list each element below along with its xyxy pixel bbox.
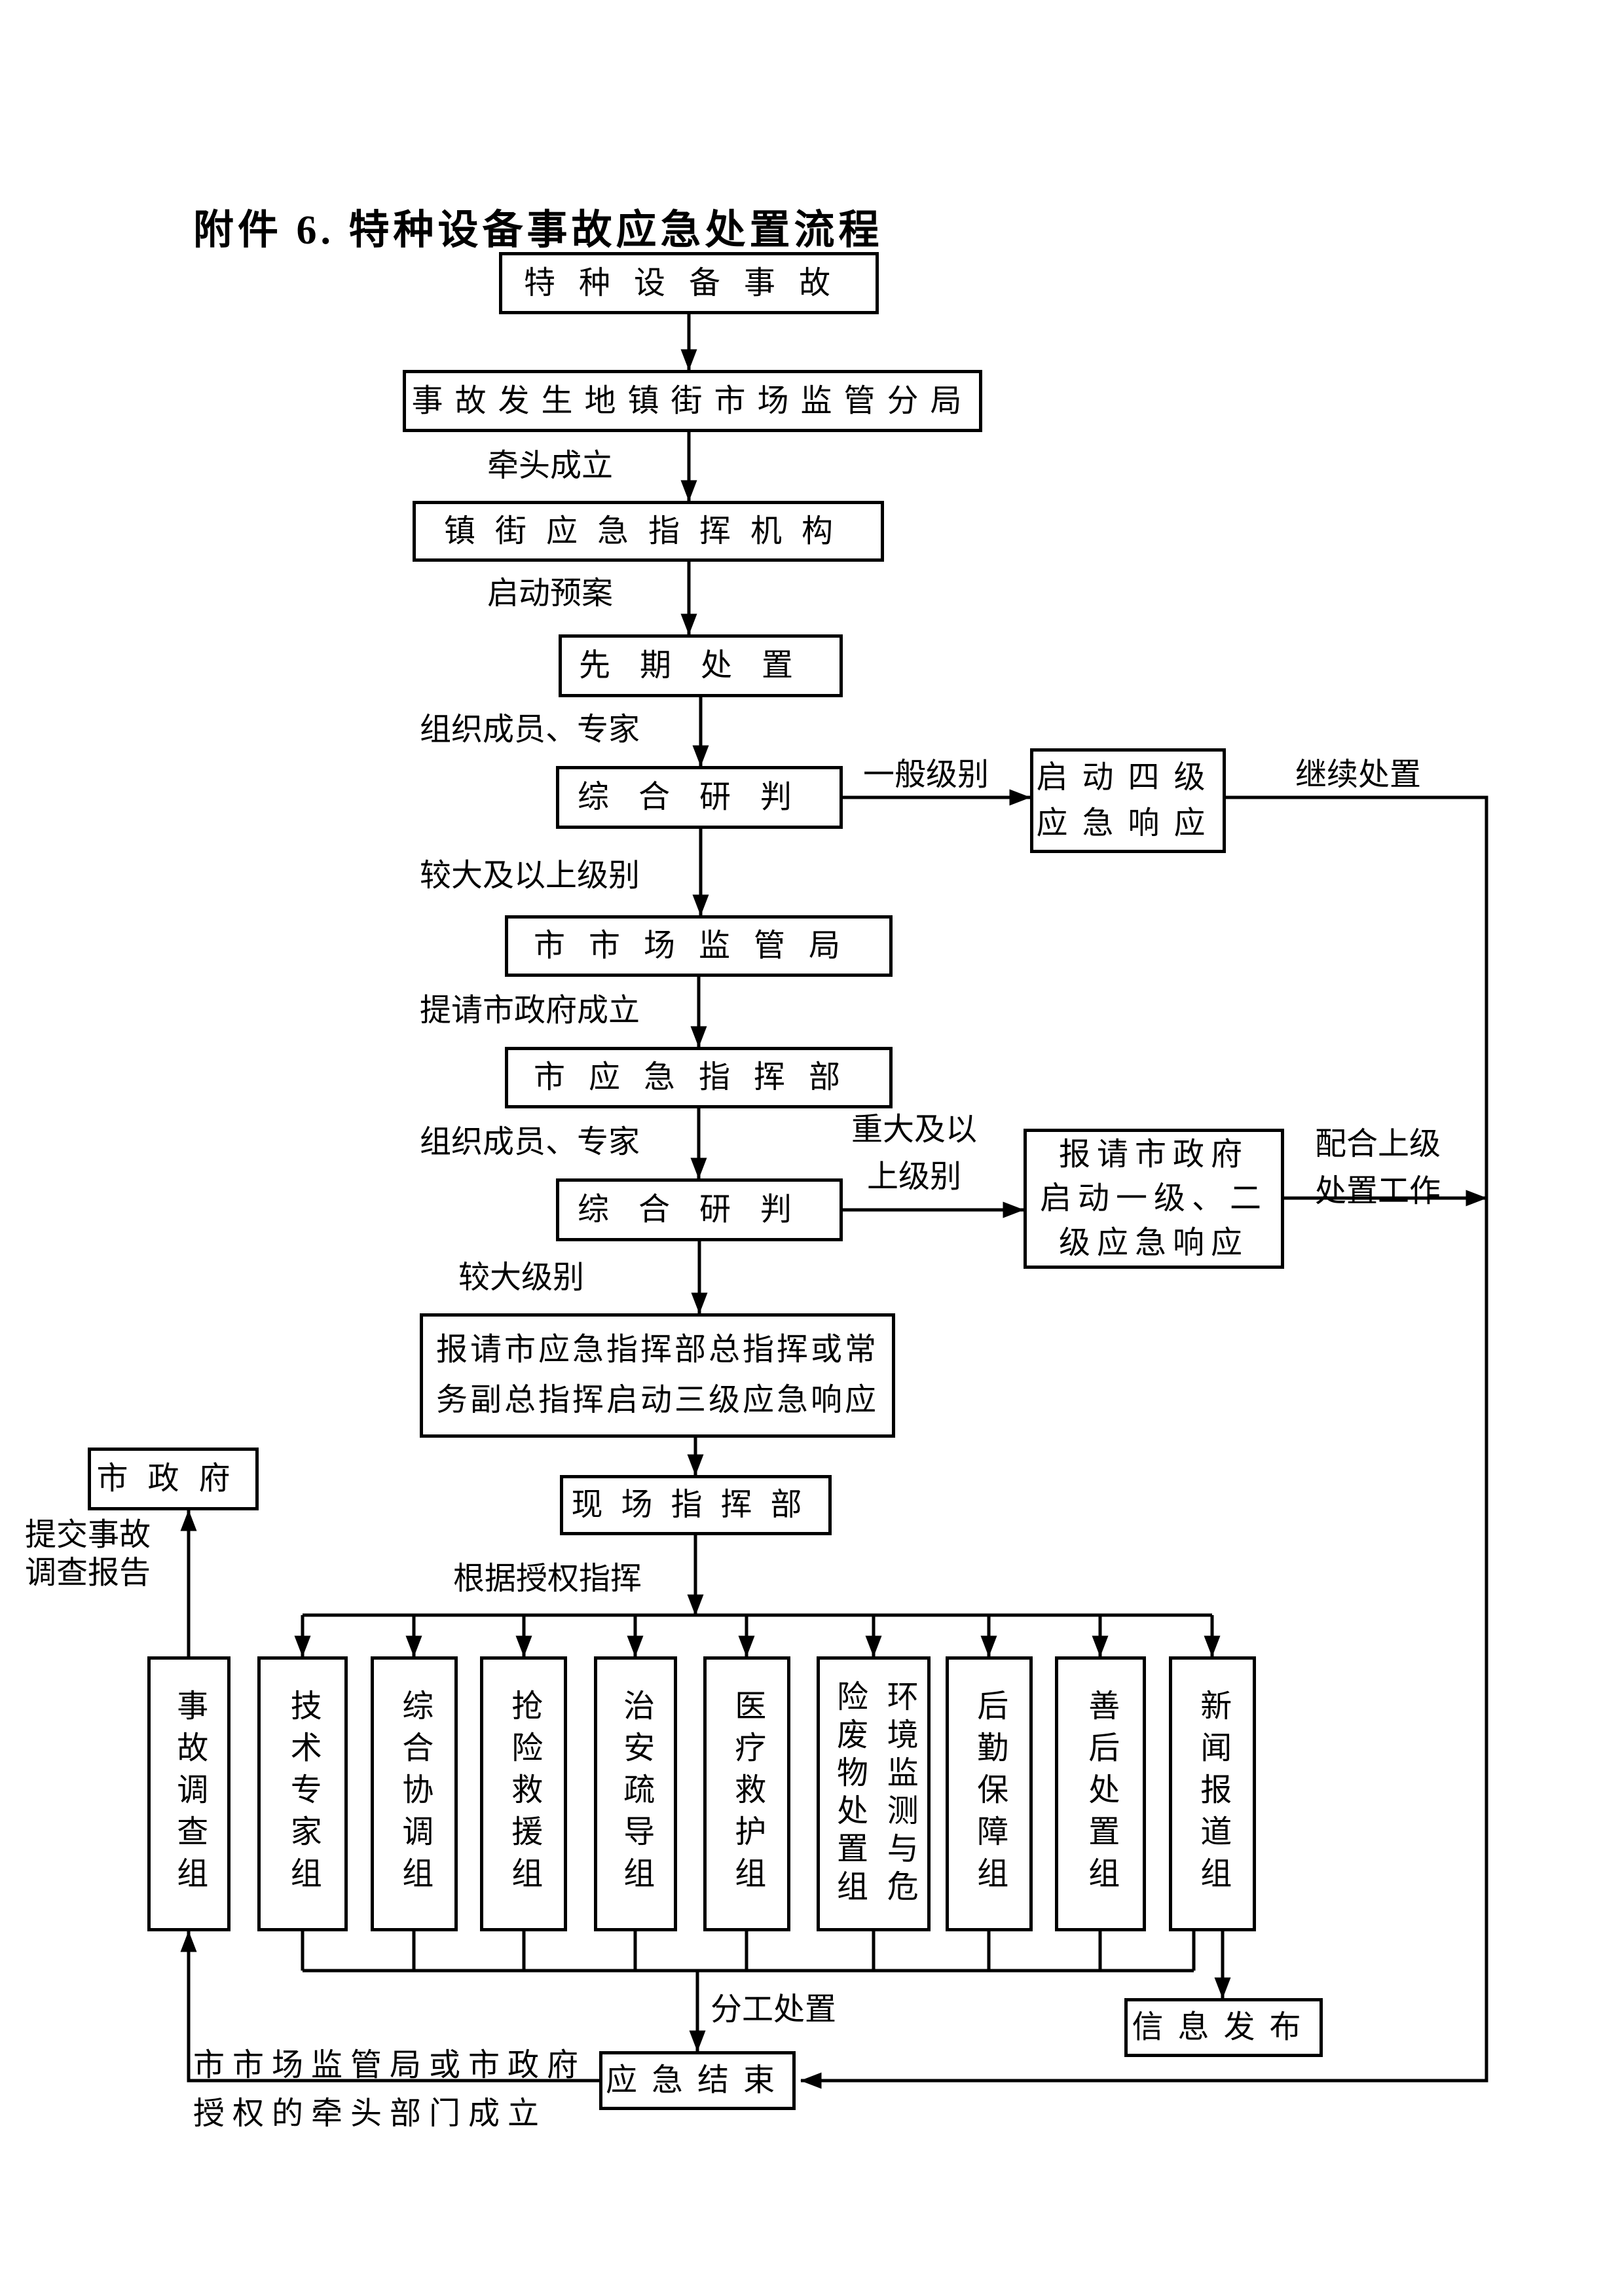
node-emergency-end: 应急结束 bbox=[599, 2051, 796, 2110]
path-continue-to-end bbox=[800, 795, 1488, 2089]
label-organize-members-2: 组织成员、专家 bbox=[420, 1125, 640, 1159]
group-box-aftermath-disposal: 善后处置组 bbox=[1055, 1656, 1146, 1931]
group-label: 新闻报道组 bbox=[1195, 1689, 1230, 1899]
label-division-disposal: 分工处置 bbox=[710, 1992, 837, 2027]
group-label: 抢险救援组 bbox=[506, 1689, 542, 1899]
node-city-market-bureau: 市市场监管局 bbox=[505, 915, 893, 977]
group-box-news-report: 新闻报道组 bbox=[1169, 1656, 1256, 1931]
node-level3-response: 报请市应急指挥部总指挥或常 务副总指挥启动三级应急响应 bbox=[420, 1313, 895, 1438]
group-label: 医疗救护组 bbox=[729, 1689, 765, 1899]
node-accident-local-branch-bureau: 事故发生地镇街市场监管分局 bbox=[403, 370, 982, 432]
node-comprehensive-judgment-1: 综合研判 bbox=[556, 766, 843, 829]
node-initial-disposal: 先期处置 bbox=[559, 634, 843, 697]
group-box-environment-monitoring: 环境监测与危 险废物处置组 bbox=[817, 1656, 931, 1931]
node-scene-command: 现场指挥部 bbox=[560, 1475, 832, 1535]
group-box-accident-investigation: 事故调查组 bbox=[147, 1656, 231, 1931]
label-cooperate-superior: 配合上级 处置工作 bbox=[1315, 1127, 1441, 1209]
label-serious-and-above-level: 重大及以 上级别 bbox=[851, 1112, 978, 1194]
page-title: 附件 6. 特种设备事故应急处置流程 bbox=[193, 208, 883, 253]
label-major-and-above-level: 较大及以上级别 bbox=[420, 858, 640, 893]
group-label: 善后处置组 bbox=[1083, 1689, 1118, 1899]
group-label: 环境监测与危 险废物处置组 bbox=[832, 1680, 917, 1908]
node-city-government: 市政府 bbox=[88, 1448, 259, 1510]
group-box-emergency-rescue: 抢险救援组 bbox=[480, 1656, 567, 1931]
label-continue-disposal: 继续处置 bbox=[1295, 757, 1422, 792]
group-label: 后勤保障组 bbox=[972, 1689, 1007, 1899]
group-box-technical-experts: 技术专家组 bbox=[257, 1656, 348, 1931]
node-town-emergency-command: 镇街应急指挥机构 bbox=[413, 501, 884, 562]
label-submit-report: 提交事故 调查报告 bbox=[25, 1518, 151, 1590]
group-label: 事故调查组 bbox=[172, 1689, 207, 1899]
label-lead-setup: 牵头成立 bbox=[487, 448, 614, 483]
node-level4-response: 启动四级 应急响应 bbox=[1030, 748, 1226, 853]
node-level12-response: 报请市政府 启动一级、二 级应急响应 bbox=[1024, 1129, 1284, 1269]
group-box-logistics-support: 后勤保障组 bbox=[946, 1656, 1033, 1931]
node-city-emergency-command: 市应急指挥部 bbox=[505, 1047, 893, 1108]
label-end-note: 市市场监管局或市政府 授权的牵头部门成立 bbox=[193, 2048, 587, 2132]
label-request-city-gov: 提请市政府成立 bbox=[420, 993, 640, 1028]
label-start-plan: 启动预案 bbox=[487, 576, 614, 611]
group-label: 技术专家组 bbox=[285, 1689, 320, 1899]
label-authorized-command: 根据授权指挥 bbox=[453, 1561, 642, 1596]
group-label: 治安疏导组 bbox=[618, 1689, 654, 1899]
label-organize-members-1: 组织成员、专家 bbox=[420, 712, 640, 747]
group-box-comprehensive-coordination: 综合协调组 bbox=[371, 1656, 458, 1931]
node-info-release: 信息发布 bbox=[1124, 1998, 1323, 2057]
node-comprehensive-judgment-2: 综合研判 bbox=[556, 1178, 843, 1241]
group-box-medical-rescue: 医疗救护组 bbox=[703, 1656, 790, 1931]
node-special-equipment-accident: 特种设备事故 bbox=[499, 252, 879, 314]
path-end-to-investigation bbox=[180, 1931, 599, 2083]
group-box-public-security: 治安疏导组 bbox=[594, 1656, 677, 1931]
group-label: 综合协调组 bbox=[397, 1689, 432, 1899]
label-major-level: 较大级别 bbox=[458, 1260, 585, 1295]
label-general-level: 一般级别 bbox=[863, 757, 989, 792]
